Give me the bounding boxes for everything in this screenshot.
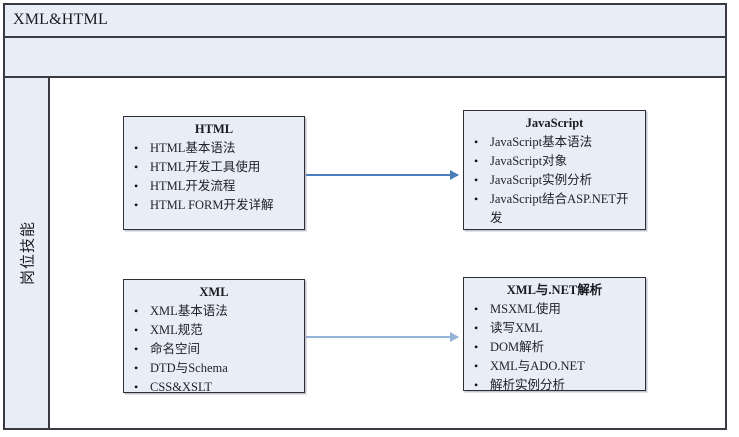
list-item: • DTD与Schema xyxy=(134,359,298,378)
list-item-label: JavaScript实例分析 xyxy=(490,173,593,187)
list-item-label: DTD与Schema xyxy=(150,361,228,375)
sidebar-category-label: 岗位技能 xyxy=(20,220,36,286)
list-item: • JavaScript实例分析 xyxy=(474,171,639,190)
list-item-label: HTML开发工具使用 xyxy=(150,160,261,174)
list-item: • 读写XML xyxy=(474,319,639,338)
bullet-icon: • xyxy=(134,198,139,212)
node-title: XML xyxy=(199,285,229,299)
bullet-icon: • xyxy=(134,160,139,174)
list-item-label: 解析实例分析 xyxy=(490,378,566,392)
list-item-label: JavaScript对象 xyxy=(490,154,568,168)
bullet-icon: • xyxy=(134,304,139,318)
bullet-icon: • xyxy=(474,173,479,187)
list-item: • HTML FORM开发详解 xyxy=(134,196,298,215)
list-item-label: HTML开发流程 xyxy=(150,179,236,193)
bullet-icon: • xyxy=(134,380,139,394)
bullet-icon: • xyxy=(474,359,479,373)
list-item: • MSXML使用 xyxy=(474,300,639,319)
bullet-icon: • xyxy=(134,361,139,375)
sidebar-category-cell: 岗位技能 xyxy=(5,78,50,428)
list-item-label: HTML基本语法 xyxy=(150,141,236,155)
bullet-icon: • xyxy=(134,141,139,155)
list-item: • 命名空间 xyxy=(134,340,298,359)
connector-html-to-javascript xyxy=(306,170,459,180)
list-item: • HTML开发工具使用 xyxy=(134,158,298,177)
node-javascript[interactable]: JavaScript • JavaScript基本语法 • JavaScript对象… xyxy=(463,110,646,230)
list-item-label: JavaScript基本语法 xyxy=(490,135,593,149)
node-title: XML与.NET解析 xyxy=(506,283,603,297)
bullet-icon: • xyxy=(474,302,479,316)
bullet-icon: • xyxy=(134,323,139,337)
list-item-label: HTML FORM开发详解 xyxy=(150,198,274,212)
list-item-label: CSS&XSLT xyxy=(150,380,213,394)
list-item-label: 命名空间 xyxy=(150,342,201,356)
list-item: • XML基本语法 xyxy=(134,302,298,321)
list-item: • HTML开发流程 xyxy=(134,177,298,196)
list-item: • JavaScript结合ASP.NET开发 xyxy=(474,190,639,228)
bullet-icon: • xyxy=(474,154,479,168)
bullet-icon: • xyxy=(474,135,479,149)
list-item-label: XML规范 xyxy=(150,323,203,337)
list-item-label: 读写XML xyxy=(490,321,543,335)
list-item-label: MSXML使用 xyxy=(490,302,561,316)
page-title: XML&HTML xyxy=(13,11,108,28)
node-item-list: • JavaScript基本语法 • JavaScript对象 • JavaScrip… xyxy=(464,133,645,228)
list-item: • CSS&XSLT xyxy=(134,378,298,397)
node-item-list: • HTML基本语法 • HTML开发工具使用 • HTML开发流程 • HTML FO… xyxy=(124,139,304,215)
bullet-icon: • xyxy=(474,340,479,354)
list-item-label: DOM解析 xyxy=(490,340,545,354)
list-item-label: JavaScript结合ASP.NET开发 xyxy=(490,192,629,225)
node-html[interactable]: HTML • HTML基本语法 • HTML开发工具使用 • HTML开发流程 • HT… xyxy=(123,116,305,230)
bullet-icon: • xyxy=(474,378,479,392)
node-item-list: • XML基本语法 • XML规范 • 命名空间 • DTD与Schema • CSS&X… xyxy=(124,302,304,397)
arrow-head-icon xyxy=(450,170,459,180)
connector-xml-to-xml-net xyxy=(306,332,459,342)
list-item: • DOM解析 xyxy=(474,338,639,357)
diagram-canvas: HTML • HTML基本语法 • HTML开发工具使用 • HTML开发流程 • HT… xyxy=(50,78,725,428)
bullet-icon: • xyxy=(474,192,479,206)
node-title: HTML xyxy=(194,122,234,136)
list-item: • JavaScript对象 xyxy=(474,152,639,171)
list-item-label: XML与ADO.NET xyxy=(490,359,585,373)
list-item: • HTML基本语法 xyxy=(134,139,298,158)
node-item-list: • MSXML使用 • 读写XML • DOM解析 • XML与ADO.NET • 解析实… xyxy=(464,300,645,395)
list-item: • 解析实例分析 xyxy=(474,376,639,395)
node-title: JavaScript xyxy=(525,116,584,130)
list-item: • XML规范 xyxy=(134,321,298,340)
outer-table-frame: XML&HTML 岗位技能 HTML • HTML基本语法 • HTML开发工具使用 xyxy=(3,3,727,430)
arrow-head-icon xyxy=(450,332,459,342)
header-row: XML&HTML xyxy=(5,5,725,38)
list-item: • JavaScript基本语法 xyxy=(474,133,639,152)
bullet-icon: • xyxy=(134,179,139,193)
bullet-icon: • xyxy=(474,321,479,335)
list-item: • XML与ADO.NET xyxy=(474,357,639,376)
list-item-label: XML基本语法 xyxy=(150,304,228,318)
bullet-icon: • xyxy=(134,342,139,356)
node-xml[interactable]: XML • XML基本语法 • XML规范 • 命名空间 • DTD与Schema • C… xyxy=(123,279,305,394)
header-band-row xyxy=(5,38,725,78)
node-xml-net[interactable]: XML与.NET解析 • MSXML使用 • 读写XML • DOM解析 • XML与A… xyxy=(463,277,646,392)
